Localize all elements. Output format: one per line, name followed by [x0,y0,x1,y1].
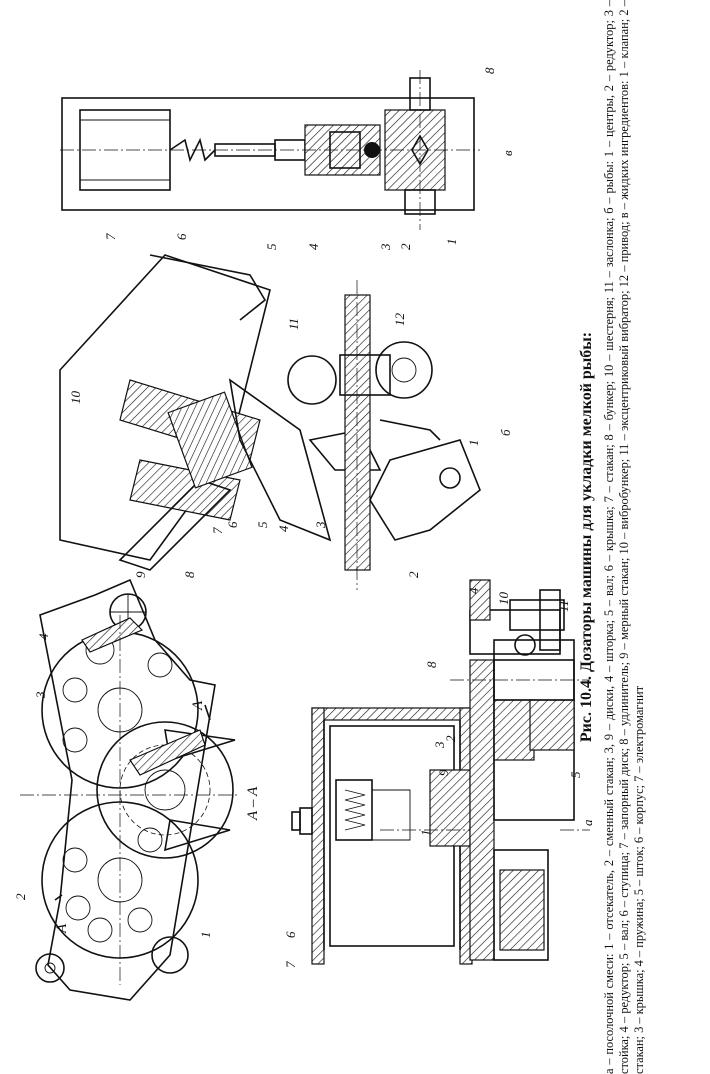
view-v-number-2: 2 [398,243,413,250]
view-a-number-7: 7 [283,961,298,968]
view-a-number-2: 2 [443,735,458,742]
view-b-number-10: 10 [68,391,83,405]
view-a-number-9: 9 [436,769,451,776]
view-b-drawing [59,254,481,590]
view-b-number-9: 9 [133,571,148,578]
section-a-number-2: 2 [13,893,28,900]
view-v-number-1: 1 [444,239,459,246]
section-arrow-label: А [54,923,70,934]
view-a-number-1: 1 [418,830,433,837]
view-v-letter: в [500,150,515,156]
view-v-number-6: 6 [174,233,189,240]
figure-caption: а – посолочной смеси: 1 – отсекатель, 2 … [602,0,647,1074]
view-a-number-6: 6 [283,931,298,938]
view-a-drawing [291,579,590,965]
view-a-number-5: 5 [568,771,583,778]
view-a-number-8: 8 [424,661,439,668]
view-v-number-7: 7 [103,233,118,240]
section-title: А – А [245,786,261,821]
view-b-number-5: 5 [255,521,270,528]
figure-title: Рис. 10.4. Дозаторы машины для укладки м… [578,331,595,743]
view-b-number-1: 1 [466,440,481,447]
view-b-number-12: 12 [392,313,407,327]
view-b-number-11: 11 [286,318,301,330]
section-a-number-1: 1 [198,932,213,939]
view-b-number-6: 6 [225,521,240,528]
section-a-number-3: 3 [33,691,48,699]
view-b-number-8: 8 [182,571,197,578]
view-b-number-7: 7 [210,527,225,534]
view-a-number-11: 11 [556,600,571,612]
view-b-letter: б [498,429,513,436]
view-a-number-3: 3 [432,741,447,749]
view-v-number-5: 5 [264,243,279,250]
view-b-number-3: 3 [313,521,328,529]
view-v-number-3: 3 [378,243,393,251]
figure-caption-block: Рис. 10.4. Дозаторы машины для укладки м… [578,0,710,1074]
section-a-a-drawing [20,578,240,1001]
section-arrow-label-2: А [190,700,206,711]
section-a-number-4: 4 [36,633,51,640]
view-a-number-10: 10 [496,592,511,606]
view-v-drawing [60,70,480,230]
view-a-number-4: 4 [466,587,481,594]
view-v-number-4: 4 [306,243,321,250]
view-b-number-2: 2 [406,571,421,578]
view-a-letter: а [580,819,595,826]
view-v-number-8: 8 [482,67,497,74]
view-b-number-4: 4 [276,525,291,532]
